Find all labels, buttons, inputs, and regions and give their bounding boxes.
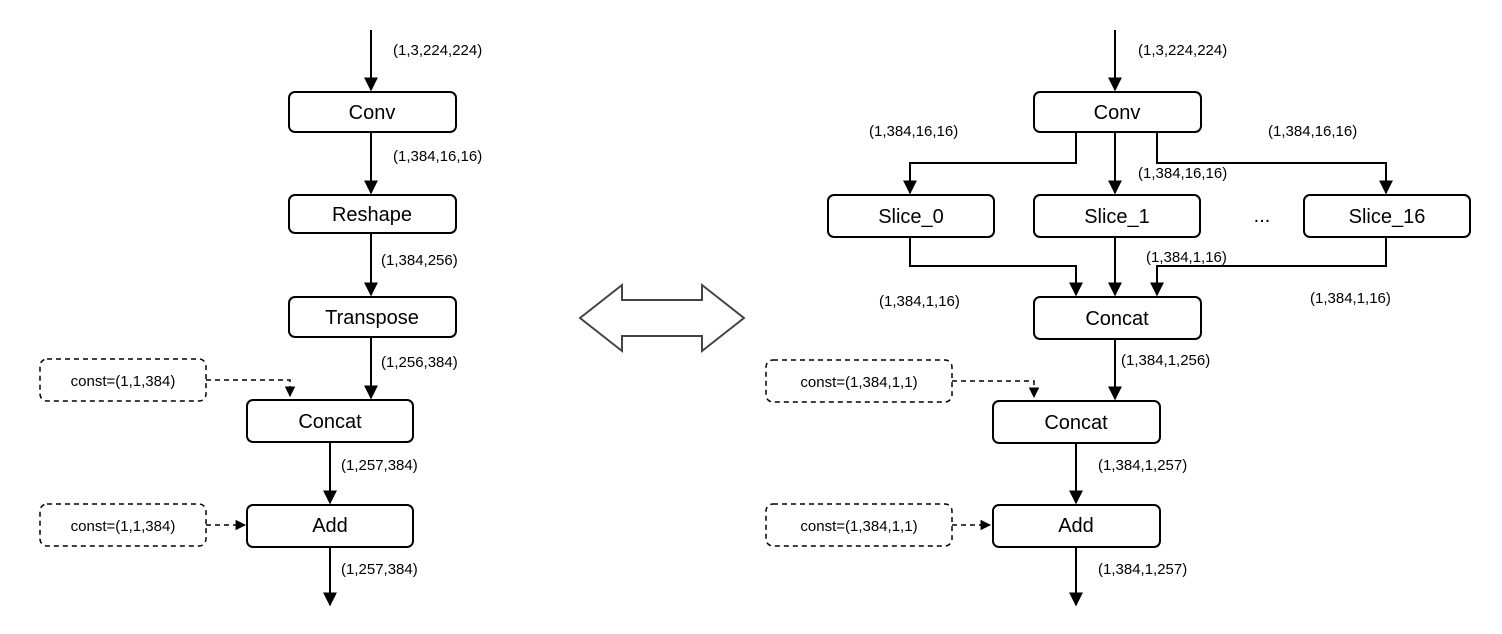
- right-add-label: Add: [1058, 515, 1094, 537]
- left-input-shape: (1,3,224,224): [393, 42, 482, 59]
- left-const-concat-box[interactable]: [39, 358, 207, 402]
- right-slice-out-mid: (1,384,1,16): [1146, 249, 1227, 266]
- slice-ellipsis: ...: [1254, 205, 1271, 227]
- left-graph: Conv Reshape Transpose Concat Add const=…: [39, 30, 482, 607]
- right-graph: Conv Slice_0 Slice_1 ... Slice_16 Concat…: [765, 30, 1471, 607]
- right-conv-out-right: (1,384,16,16): [1268, 123, 1357, 140]
- right-slice-out-left: (1,384,1,16): [879, 293, 960, 310]
- right-input-shape: (1,3,224,224): [1138, 42, 1227, 59]
- left-const-add-box[interactable]: [39, 503, 207, 547]
- left-const-add-label: const=(1,1,384): [71, 518, 176, 535]
- right-const-concat-label: const=(1,384,1,1): [800, 374, 917, 391]
- edge-slice16-concat: [1150, 237, 1387, 297]
- right-concat1-label: Concat: [1085, 308, 1149, 330]
- left-conv-out-shape: (1,384,16,16): [393, 148, 482, 165]
- right-concat2-out-shape: (1,384,1,257): [1098, 457, 1187, 474]
- right-concat1-node[interactable]: [1033, 296, 1202, 340]
- left-concat-label: Concat: [298, 411, 362, 433]
- edge-slice0-concat: [909, 237, 1083, 297]
- left-transpose-out-shape: (1,256,384): [381, 354, 458, 371]
- right-conv-out-mid: (1,384,16,16): [1138, 165, 1227, 182]
- right-conv-node[interactable]: [1033, 91, 1202, 133]
- left-add-node[interactable]: [246, 504, 414, 548]
- slice-0-node[interactable]: [827, 194, 995, 238]
- right-const-concat-box[interactable]: [765, 359, 953, 403]
- right-conv-label: Conv: [1094, 102, 1141, 124]
- right-add-node[interactable]: [992, 504, 1161, 548]
- left-reshape-out-shape: (1,384,256): [381, 252, 458, 269]
- right-concat2-node[interactable]: [992, 400, 1161, 444]
- left-conv-label: Conv: [349, 102, 396, 124]
- bidirectional-arrow-icon: [578, 282, 746, 354]
- right-concat1-out-shape: (1,384,1,256): [1121, 352, 1210, 369]
- left-transpose-label: Transpose: [325, 307, 419, 329]
- left-concat-out-shape: (1,257,384): [341, 457, 418, 474]
- left-conv-node[interactable]: [288, 91, 457, 133]
- right-concat2-label: Concat: [1044, 412, 1108, 434]
- left-const-concat-label: const=(1,1,384): [71, 373, 176, 390]
- left-concat-node[interactable]: [246, 399, 414, 443]
- left-transpose-node[interactable]: [288, 296, 457, 338]
- slice-16-label: Slice_16: [1349, 206, 1426, 228]
- slice-0-label: Slice_0: [878, 206, 944, 228]
- edge-conv-slice16: [1156, 132, 1393, 195]
- right-const-add-label: const=(1,384,1,1): [800, 518, 917, 535]
- right-slice-out-right: (1,384,1,16): [1310, 290, 1391, 307]
- right-const-add-box[interactable]: [765, 503, 953, 547]
- edge-const-concat: [206, 379, 296, 398]
- right-add-out-shape: (1,384,1,257): [1098, 561, 1187, 578]
- left-reshape-node[interactable]: [288, 194, 457, 234]
- slice-1-node[interactable]: [1033, 194, 1201, 238]
- edge-conv-slice0: [903, 132, 1077, 195]
- edge-const-concat: [952, 380, 1040, 399]
- slice-1-label: Slice_1: [1084, 206, 1150, 228]
- left-add-out-shape: (1,257,384): [341, 561, 418, 578]
- slice-16-node[interactable]: [1303, 194, 1471, 238]
- left-reshape-label: Reshape: [332, 204, 412, 226]
- right-conv-out-left: (1,384,16,16): [869, 123, 958, 140]
- left-add-label: Add: [312, 515, 348, 537]
